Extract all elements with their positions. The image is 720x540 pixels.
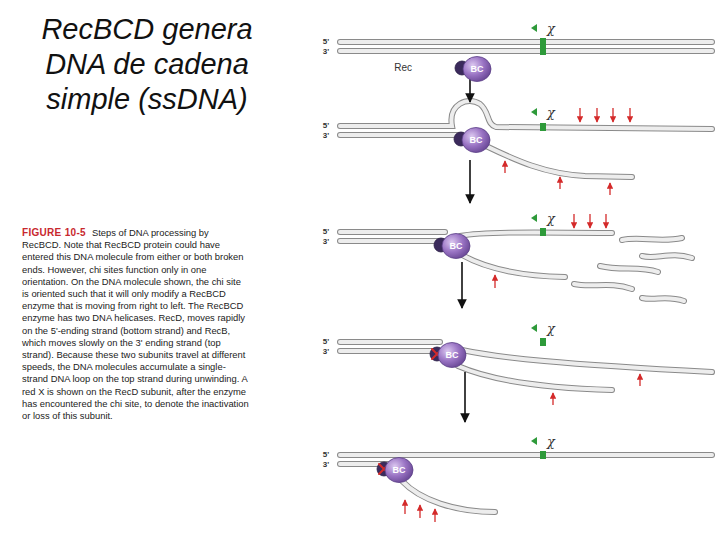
dna-strand bbox=[340, 42, 712, 512]
nick-arrow bbox=[639, 374, 640, 386]
nick-arrow bbox=[609, 183, 610, 195]
figure-number: FIGURE 10-5 bbox=[22, 227, 86, 239]
recbc-body bbox=[442, 234, 470, 259]
strand-end-label: 5' bbox=[323, 122, 329, 130]
chi-direction bbox=[531, 324, 537, 332]
recbcd-enzyme: BC bbox=[437, 342, 467, 368]
recbc-body bbox=[462, 128, 490, 153]
strand-end-label: 3' bbox=[323, 348, 329, 356]
chi-label: χ bbox=[547, 435, 555, 448]
chi-site bbox=[540, 451, 546, 459]
nick-arrow bbox=[629, 108, 630, 122]
strand-end-label: 5' bbox=[323, 338, 329, 346]
figure-caption: Steps of DNA processing by RecBCD. Note … bbox=[22, 227, 250, 422]
strand-end-label: 5' bbox=[323, 38, 329, 46]
slide-title: RecBCD genera DNA de cadena simple (ssDN… bbox=[16, 12, 278, 117]
strand-end-label: 3' bbox=[323, 132, 329, 140]
chi-label: χ bbox=[547, 106, 555, 119]
nick-arrow bbox=[494, 275, 495, 288]
nick-arrow bbox=[504, 161, 505, 173]
recbc-body bbox=[385, 458, 413, 483]
chi-label: χ bbox=[547, 22, 555, 35]
subunit-label: BC bbox=[437, 342, 467, 368]
nick-arrow bbox=[419, 505, 420, 518]
chi-label: χ bbox=[547, 322, 555, 335]
dna-strand-outline bbox=[340, 42, 712, 512]
nick-arrow bbox=[589, 214, 590, 228]
nick-arrow bbox=[434, 509, 435, 522]
chi-direction bbox=[531, 108, 537, 116]
nick-arrow bbox=[404, 500, 405, 514]
recd-subunits bbox=[377, 61, 469, 476]
inactivation-marks bbox=[379, 349, 442, 474]
nick-arrow bbox=[559, 177, 560, 189]
subunit-label: BC bbox=[461, 127, 491, 153]
chi-direction bbox=[531, 437, 537, 445]
recbc-body bbox=[463, 57, 491, 82]
chi-label: χ bbox=[547, 212, 555, 225]
nick-arrow bbox=[552, 393, 553, 405]
strand-end-label: 5' bbox=[323, 228, 329, 236]
subunit-label: BC bbox=[441, 233, 471, 259]
recbcd-enzyme: BC bbox=[441, 233, 471, 259]
nick-arrow bbox=[612, 108, 613, 122]
step-arrow bbox=[464, 372, 466, 422]
recbcd-enzyme: BC bbox=[461, 127, 491, 153]
recbcd-enzyme: RecBC bbox=[462, 56, 492, 82]
nick-arrow bbox=[573, 214, 574, 228]
chi-direction bbox=[531, 24, 537, 32]
strand-end-label: 5' bbox=[323, 451, 329, 459]
chi-site bbox=[540, 123, 546, 131]
nick-arrow bbox=[605, 214, 606, 228]
step-arrow bbox=[461, 262, 463, 308]
chi-site bbox=[540, 228, 546, 236]
strand-end-label: 3' bbox=[323, 238, 329, 246]
enzyme-name: Rec bbox=[394, 62, 412, 73]
nick-arrow bbox=[579, 108, 580, 122]
nick-arrows bbox=[405, 108, 640, 522]
recbcd-enzyme: BC bbox=[384, 457, 414, 483]
recbc-body bbox=[438, 343, 466, 368]
strand-end-label: 3' bbox=[323, 461, 329, 469]
subunit-label: BC bbox=[462, 56, 492, 82]
chi-site bbox=[540, 338, 546, 346]
chi-direction bbox=[531, 214, 537, 222]
strand-end-label: 3' bbox=[323, 48, 329, 56]
nick-arrow bbox=[596, 108, 597, 122]
subunit-label: BC bbox=[384, 457, 414, 483]
chi-site-marks bbox=[531, 24, 546, 459]
chi-site bbox=[540, 38, 546, 55]
step-arrow bbox=[469, 160, 471, 203]
